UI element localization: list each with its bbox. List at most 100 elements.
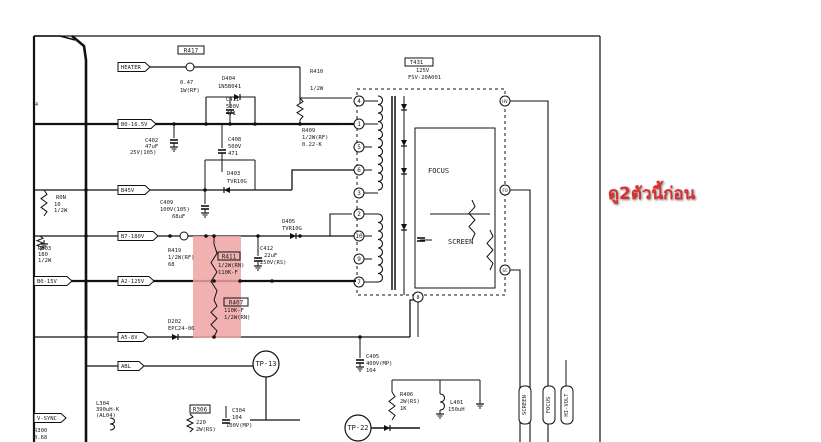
pin-number: 5: [357, 144, 361, 151]
component-label: 390uH-K: [96, 407, 120, 413]
component-label: D404: [222, 76, 236, 82]
ref-label-r417: R417: [184, 47, 199, 54]
pin-number: 2: [357, 211, 361, 218]
component-label: C411: [226, 97, 239, 103]
junction-dot: [270, 279, 274, 283]
component-label: TVR10G: [227, 179, 247, 185]
junction-dot: [172, 122, 176, 126]
highlight-region: [193, 236, 241, 338]
junction-dot: [204, 234, 208, 238]
ref-label-r411: R411: [222, 253, 237, 260]
terminal-label-a2: A2-125V: [121, 279, 145, 285]
wire: [510, 269, 521, 442]
diode-D403: [224, 187, 230, 193]
component-label: 471: [226, 111, 236, 117]
component-label: 104: [232, 415, 243, 421]
component-label: 10: [54, 202, 61, 208]
component-label: 1/2W: [310, 86, 324, 92]
component-label: 1/2W(RF): [302, 135, 329, 141]
terminal-label-b45: B45V: [121, 188, 135, 194]
component-label: R409: [302, 128, 315, 134]
terminal-label-b180: B7-180V: [121, 234, 145, 240]
resistor-R306: [185, 413, 195, 433]
resistor-R411: [210, 243, 218, 301]
junction-dot: [212, 234, 216, 238]
wire: [510, 189, 531, 442]
junction-dot: [253, 122, 257, 126]
component-label: 104: [366, 368, 377, 374]
component-label: L304: [96, 401, 110, 407]
component-label: 1/2W(RN): [218, 263, 245, 269]
terminal-heater: [117, 62, 151, 72]
focus-pot: [468, 199, 476, 241]
component-label: 250V(RS): [260, 260, 287, 266]
wire: [291, 169, 356, 190]
component-label: 2W(RS): [196, 427, 216, 433]
component-label: 100V(105): [160, 207, 190, 213]
component-label: 1N5B041: [218, 84, 241, 90]
coil-L304: [109, 417, 116, 431]
ref-box-T431: [404, 57, 434, 67]
component-label: 47uF: [145, 144, 158, 150]
junction-dot: [228, 122, 232, 126]
component-label: R300: [34, 428, 47, 434]
terminal-label-b16: B0-16.5V: [121, 122, 148, 128]
pin-tag: 8: [416, 295, 419, 301]
component-label: R406: [400, 392, 413, 398]
fuse-resistor: [185, 62, 195, 72]
ref-box-r417: [177, 45, 205, 55]
component-label: C402: [145, 138, 158, 144]
diode-D405: [290, 233, 296, 239]
component-label: 0.47: [180, 80, 193, 86]
component-label: C412: [260, 246, 273, 252]
flyback-outline: [356, 88, 506, 296]
pin-number: 4: [357, 98, 361, 105]
component-label: 1K: [400, 406, 407, 412]
terminal-label-a5: A5-8V: [121, 335, 138, 341]
testpoint-label-tp13: TP-13: [255, 360, 276, 368]
component-label: (AL04): [96, 413, 116, 419]
ref-label-r306: R306: [193, 406, 208, 413]
junction-dot: [84, 335, 88, 339]
component-label: 1/2W: [38, 258, 52, 264]
terminal-label-heater: HEATER: [121, 65, 142, 71]
pin-number: 9: [357, 256, 361, 263]
vertical-tag-box: [518, 385, 532, 425]
primary-coil: [377, 95, 384, 191]
component-label: R419: [168, 248, 181, 254]
wire: [510, 100, 549, 442]
component-label: R303: [38, 246, 51, 252]
component-label: 0.22-K: [302, 142, 323, 148]
component-label: 68uF: [172, 214, 185, 220]
component-label: SCREEN: [448, 238, 473, 246]
component-label: 1/2W(RF): [168, 255, 195, 261]
terminal-a2: [117, 276, 155, 286]
wire: [299, 67, 352, 99]
annotation-text: ดู2ตัวนี้ก่อน: [608, 184, 696, 204]
component-label: TVR10G: [282, 226, 302, 232]
vertical-tag: FOCUS: [546, 397, 552, 414]
component-label: 180: [38, 252, 48, 258]
resistor-R406: [388, 391, 396, 421]
component-label: 471: [228, 151, 238, 157]
component-label: 220: [196, 420, 206, 426]
resistor-R409: [296, 97, 304, 121]
junction-dot: [84, 188, 88, 192]
resistor-R407: [210, 299, 218, 338]
resistor-R0N: [40, 189, 48, 217]
component-label: 500V: [226, 104, 240, 110]
vertical-tag: SCREEN: [522, 395, 528, 415]
wire: [240, 96, 256, 124]
screen-pot: [486, 229, 494, 271]
wire: [71, 35, 88, 442]
junction-dot: [358, 335, 362, 339]
vertical-tag-box: [560, 385, 574, 425]
component-label: D403: [227, 171, 240, 177]
junction-dot: [84, 234, 88, 238]
junction-dot: [212, 335, 216, 339]
component-label: D405: [282, 219, 295, 225]
pin-tag: SC: [502, 268, 508, 274]
pin-number: 10: [355, 233, 363, 240]
secondary-coil: [377, 213, 384, 283]
